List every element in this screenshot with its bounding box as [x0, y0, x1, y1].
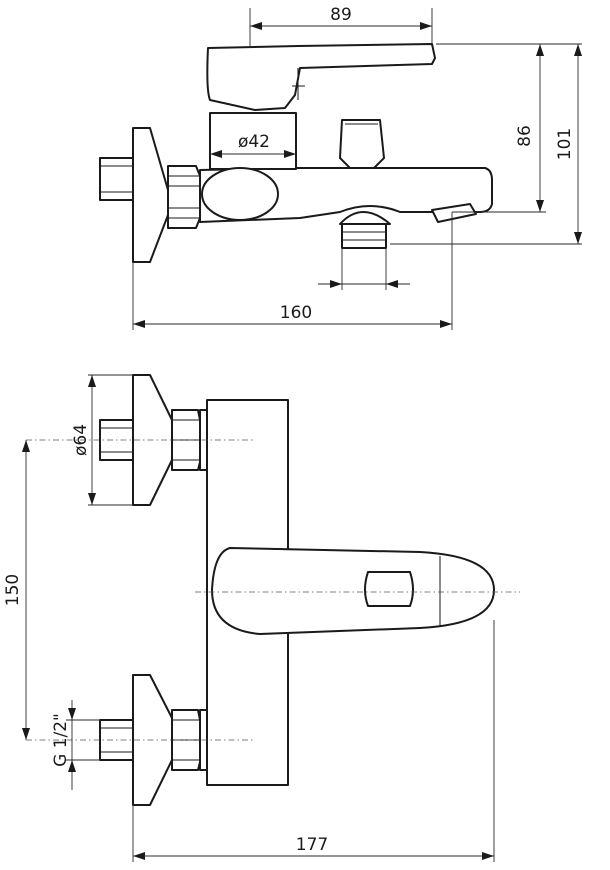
dim-160-label: 160 [280, 303, 312, 323]
side-outlet-thread [341, 223, 387, 249]
side-outlet-dome [339, 211, 391, 225]
side-lever-handle [206, 43, 436, 111]
dim-177-label: 177 [296, 835, 328, 855]
dim-d64-label: ø64 [71, 424, 91, 456]
dim-86-label: 86 [515, 125, 535, 147]
dim-101-label: 101 [555, 128, 575, 160]
side-hex-nut [167, 165, 201, 229]
side-wall-flange [132, 127, 169, 263]
top-upper-nipple [99, 419, 134, 461]
side-inlet-nipple [99, 157, 134, 201]
dim-d42-label: ø42 [238, 132, 270, 152]
side-view: 89 86 101 ø42 160 [99, 5, 582, 330]
top-handle-opening [364, 571, 414, 607]
dim-thread-label: G 1/2" [51, 713, 71, 767]
dim-89-label: 89 [330, 5, 352, 25]
top-lever-handle [211, 547, 495, 635]
side-oval-detail [201, 167, 279, 221]
top-view: ø64 150 G 1/2" 177 [3, 374, 520, 862]
dim-150-label: 150 [3, 574, 23, 606]
side-spout-tip [431, 203, 477, 223]
side-diverter-knob [339, 119, 385, 169]
